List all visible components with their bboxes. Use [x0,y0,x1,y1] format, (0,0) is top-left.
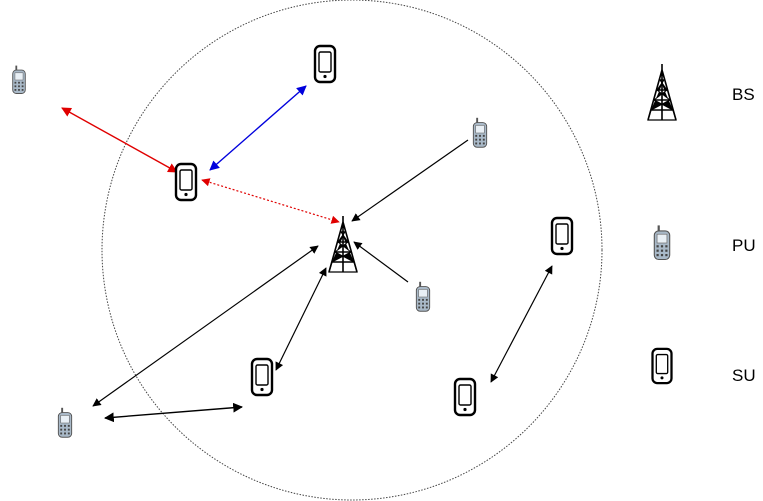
su-phone-icon [174,162,198,202]
su-phone-icon [313,44,337,84]
link-su-su [490,265,553,383]
pu-phone-icon [57,406,73,439]
link-su-bs [275,267,327,371]
pu-phone-icon [472,116,488,149]
link-su-bs-red-dotted [201,178,340,224]
legend-pu-phone-icon [653,224,671,261]
link-pu-su [104,402,243,423]
pu-phone-icon [415,280,431,313]
su-phone-icon [250,357,274,397]
link-pu-su-red [61,107,178,173]
link-su-su-blue [209,85,307,171]
links [61,85,553,423]
su-phone-icon [453,377,477,417]
link-pu-bs [351,139,469,222]
link-pu-bs-2 [353,241,409,283]
legend-label-su: SU [732,366,756,385]
legend-su-phone-icon [651,347,673,385]
link-pu-bs-3 [92,245,319,407]
pu-phone-icon [11,64,27,95]
legend-label-pu: PU [732,236,756,255]
legend-tower-icon [647,63,677,121]
tower-icon [328,215,358,273]
su-phone-icon [550,216,574,256]
coverage-circle [101,0,603,501]
legend-label-bs: BS [732,85,755,104]
